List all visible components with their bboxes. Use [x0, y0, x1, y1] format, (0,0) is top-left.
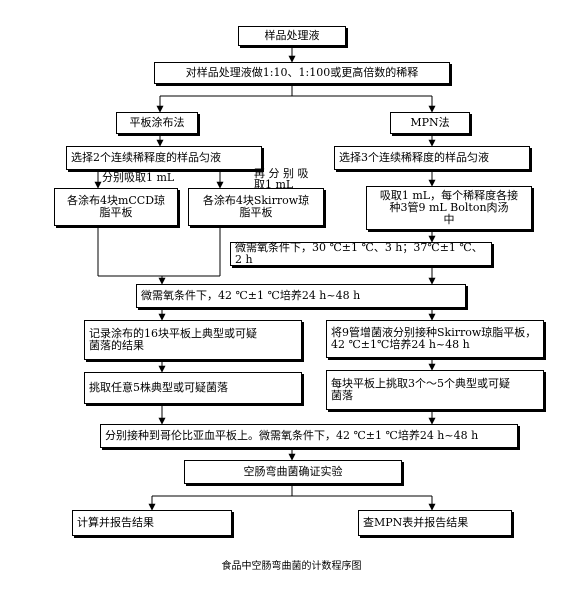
- figure-caption: 食品中空肠弯曲菌的计数程序图: [221, 561, 362, 572]
- mpn-transfer-box: 将9管增菌液分别接种Skirrow琼脂平板， 42 ℃±1℃培养24 h~48 …: [326, 320, 544, 358]
- calc-result-box: 计算并报告结果: [72, 510, 232, 536]
- confirm-box: 空肠弯曲菌确证实验: [184, 460, 402, 484]
- plate-pick-box: 挑取任意5株典型或可疑菌落: [84, 372, 302, 404]
- plate-incubate-box: 微需氧条件下，42 ℃±1 ℃培养24 h~48 h: [136, 284, 466, 308]
- plate-record-box: 记录涂布的16块平板上典型或可疑 菌落的结果: [84, 320, 302, 360]
- plate-absorb-label-2: 再 分 别 吸 取1 mL: [254, 167, 309, 191]
- dilution-box: 对样品处理液做1:10、1:100或更高倍数的稀释: [154, 62, 450, 84]
- mpn-method-box: MPN法: [390, 112, 470, 134]
- columbia-box: 分别接种到哥伦比亚血平板上。微需氧条件下，42 ℃±1 ℃培养24 h~48 h: [100, 424, 518, 448]
- mpn-absorb-box: 吸取1 mL，每个稀释度各接 种3管9 mL Bolton肉汤 中: [366, 186, 532, 230]
- sample-liquid-box: 样品处理液: [238, 26, 346, 46]
- plate-absorb-label-1: 分别吸取1 mL: [102, 171, 175, 184]
- mpn-table-box: 查MPN表并报告结果: [358, 510, 512, 536]
- plate-method-box: 平板涂布法: [116, 112, 198, 134]
- mccd-plate-box: 各涂布4块mCCD琼 脂平板: [54, 188, 178, 226]
- plate-select-box: 选择2个连续稀释度的样品匀液: [66, 146, 262, 170]
- mpn-pick-box: 每块平板上挑取3个～5个典型或可疑 菌落: [326, 370, 544, 410]
- mpn-incubate-box: 微需氧条件下，30 ℃±1 ℃、3 h；37℃±1 ℃、2 h: [230, 242, 492, 266]
- mpn-select-box: 选择3个连续稀释度的样品匀液: [334, 146, 530, 170]
- skirrow-plate-box: 各涂布4块Skirrow琼 脂平板: [188, 188, 324, 226]
